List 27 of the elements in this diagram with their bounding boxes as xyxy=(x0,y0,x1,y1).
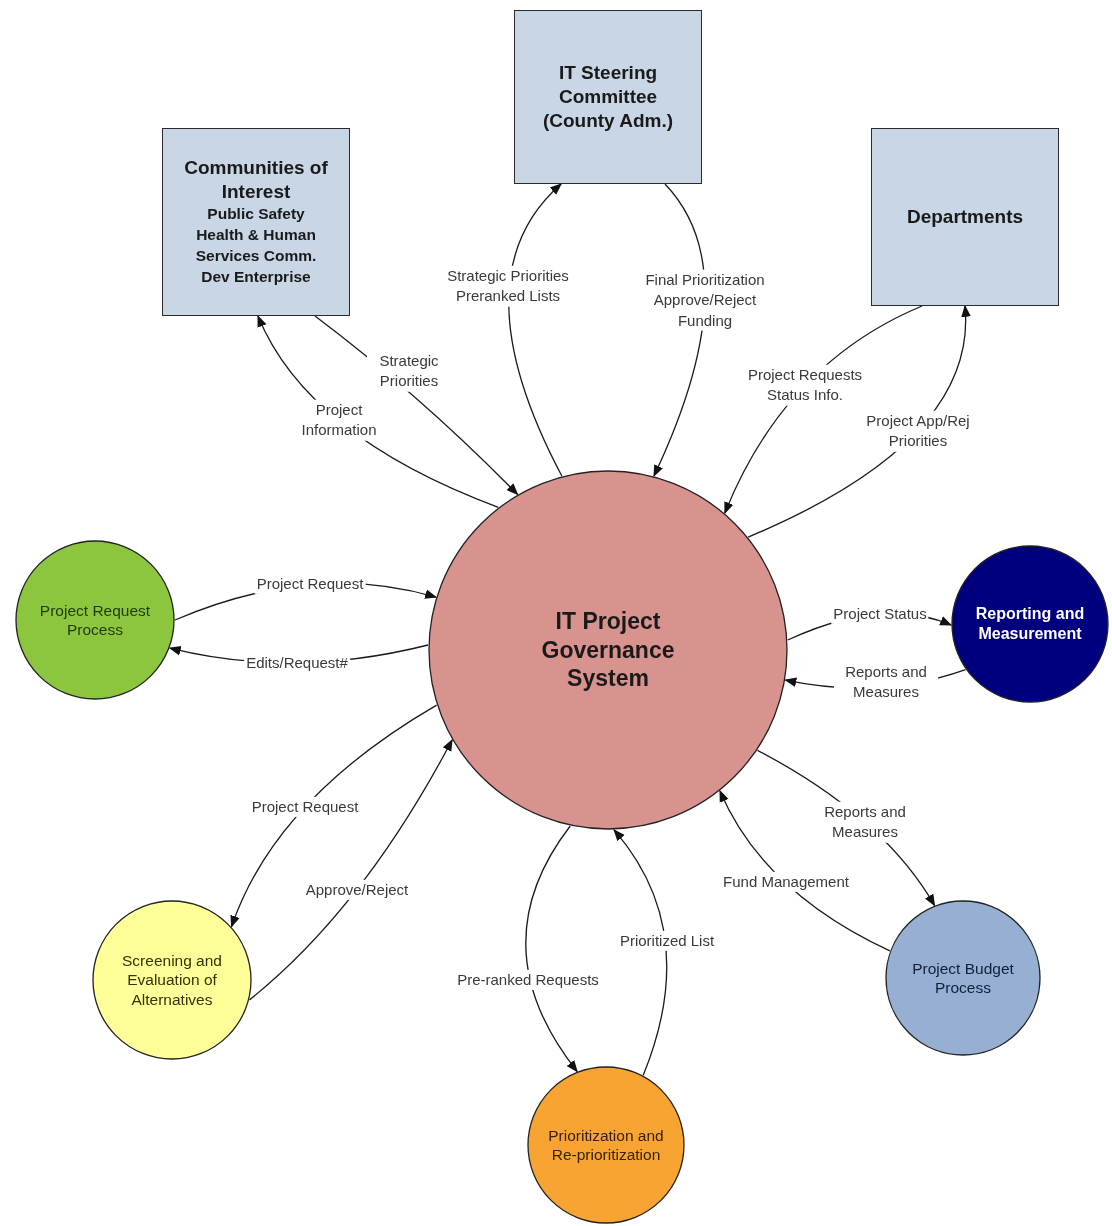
node-title: Project Budget Process xyxy=(911,958,1015,998)
entity-box xyxy=(514,10,702,184)
edge-label: Fund Management xyxy=(721,871,851,893)
process-circle xyxy=(92,900,252,1060)
entity-box xyxy=(162,128,350,316)
node-title: Reporting and Measurement xyxy=(974,604,1086,644)
arrow xyxy=(248,738,453,1001)
process-circle xyxy=(885,900,1041,1056)
arrow xyxy=(230,704,438,928)
node-title: Prioritization and Re-prioritization xyxy=(547,1125,665,1165)
node-title: IT Steering Committee (County Adm.) xyxy=(541,61,675,133)
arrow xyxy=(525,825,578,1073)
process-circle xyxy=(428,470,788,830)
edge-label: Pre-ranked Requests xyxy=(455,969,601,991)
node-title: Departments xyxy=(906,205,1024,229)
edge-label: Approve/Reject xyxy=(303,879,411,901)
node-title: IT Project Governance System xyxy=(540,606,676,694)
node-title: Communities of Interest xyxy=(183,156,329,204)
node-title: Project Request Process xyxy=(38,600,152,640)
arrow xyxy=(613,828,668,1076)
entity-box xyxy=(871,128,1059,306)
process-circle xyxy=(15,540,175,700)
arrow xyxy=(719,789,891,952)
node-text: Public Safety Health & Human Services Comm. Dev Enterprise xyxy=(194,203,318,287)
process-circle xyxy=(527,1066,685,1224)
node-title: Screening and Evaluation of Alternatives xyxy=(121,950,223,1010)
process-circle xyxy=(951,545,1109,703)
